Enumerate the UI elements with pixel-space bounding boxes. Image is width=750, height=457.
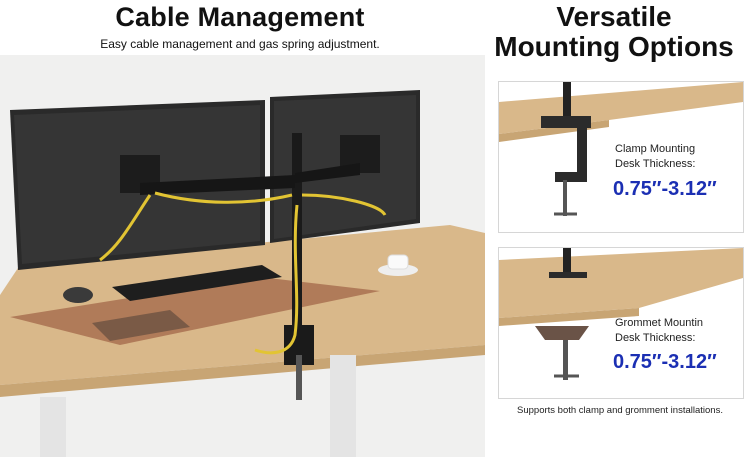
desk-leg [330, 355, 356, 457]
grommet-label-line2: Desk Thickness: [615, 332, 696, 344]
mounting-title-line2: Mounting Options [494, 31, 734, 62]
grommet-thickness-value: 0.75″-3.12″ [613, 351, 717, 373]
yellow-cable [99, 194, 152, 262]
coffee-cup [387, 254, 409, 270]
cable-management-title: Cable Management [115, 2, 365, 32]
clamp-label-line2: Desk Thickness: [615, 158, 696, 170]
cable-management-subtitle: Easy cable management and gas spring adj… [100, 37, 380, 51]
mouse [63, 287, 93, 303]
left-arm [140, 175, 295, 195]
grommet-label-line1: Grommet Mountin [615, 317, 704, 329]
notebook [92, 310, 190, 341]
grommet-mount-panel: Grommet Mountin Desk Thickness: 0.75″-3.… [498, 247, 744, 399]
right-arm [295, 163, 360, 183]
clamp-thickness-value: 0.75″-3.12″ [613, 178, 717, 200]
dual-monitor-arm-scene [0, 55, 485, 457]
grommet-mount-illustration [499, 248, 743, 380]
clamp-mount-panel: Clamp Mounting Desk Thickness: 0.75″-3.1… [498, 81, 744, 233]
mounting-footnote: Supports both clamp and gromment install… [517, 405, 723, 416]
clamp-label-line1: Clamp Mounting [615, 143, 696, 155]
desk-leg [40, 397, 66, 457]
mounting-title-line1: Versatile [556, 1, 672, 32]
keyboard [112, 265, 282, 301]
mounting-options-title: Versatile Mounting Options [478, 2, 750, 62]
clamp-mount-illustration [499, 82, 743, 216]
